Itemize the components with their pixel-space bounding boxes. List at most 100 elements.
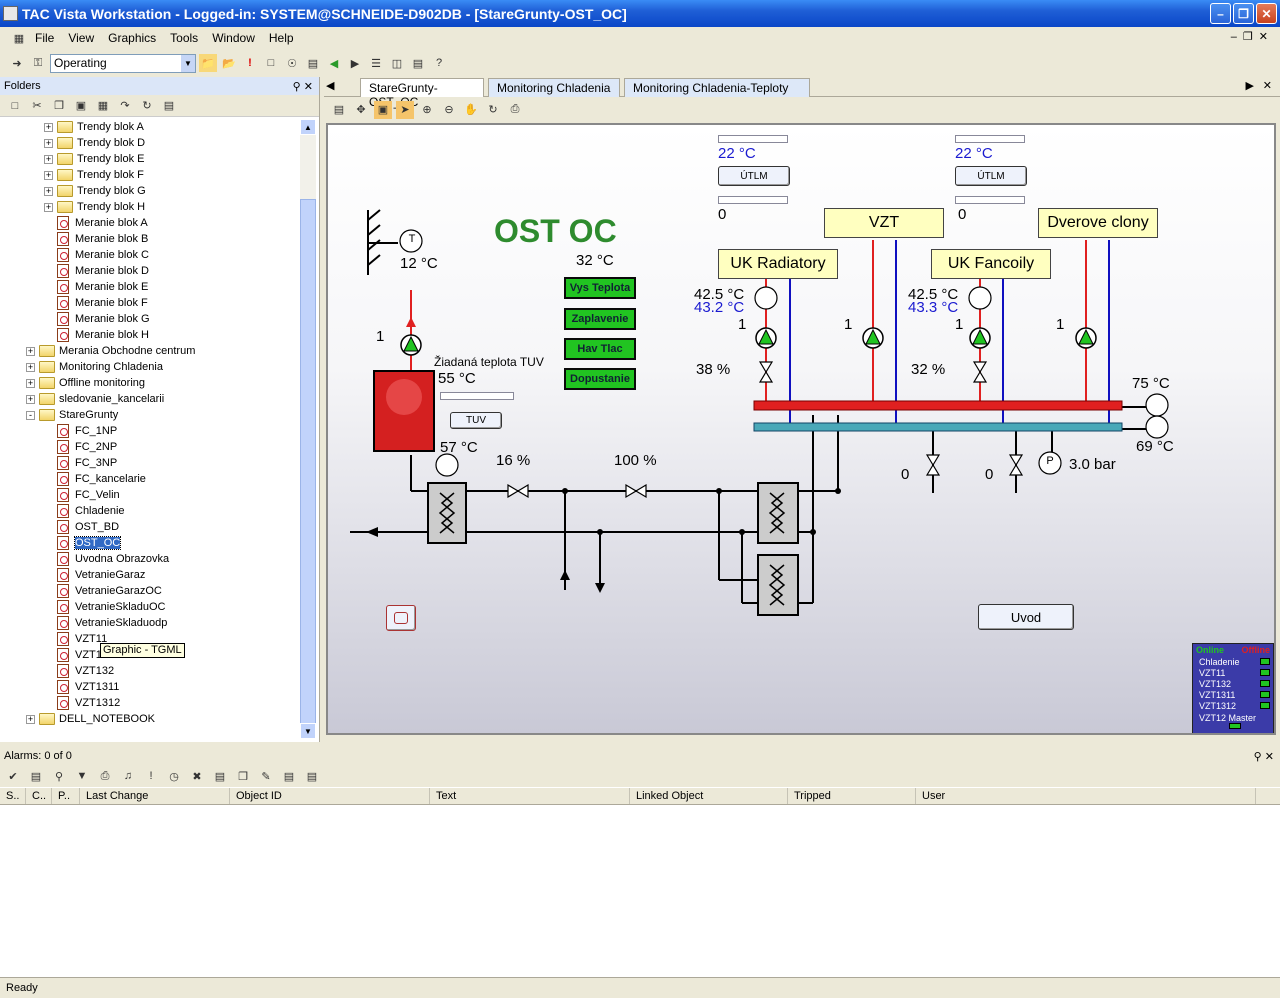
app-icon[interactable] bbox=[3, 6, 18, 21]
paste-icon[interactable]: ▣ bbox=[75, 100, 87, 112]
sound-icon[interactable]: ♫ bbox=[123, 770, 133, 782]
tree-item[interactable]: VZT1311 bbox=[44, 679, 119, 695]
copy-alarm-icon[interactable]: ❐ bbox=[238, 770, 248, 783]
zero-right-slider[interactable] bbox=[955, 196, 1025, 204]
menu-window[interactable]: Window bbox=[212, 31, 255, 45]
tree-item[interactable]: FC_2NP bbox=[44, 439, 117, 455]
tab-scroll-left-icon[interactable]: ◀ bbox=[326, 80, 335, 92]
clock-icon[interactable]: ◷ bbox=[169, 770, 179, 783]
view-icon[interactable]: ▤ bbox=[30, 770, 42, 783]
tree-item[interactable]: FC_Velin bbox=[44, 487, 120, 503]
tree-item[interactable]: +Trendy blok H bbox=[44, 199, 145, 215]
splitter[interactable] bbox=[0, 742, 1280, 747]
tree-item[interactable]: Uvodna Obrazovka bbox=[44, 551, 169, 567]
maximize-button[interactable]: ❐ bbox=[1233, 3, 1254, 24]
tree-item[interactable]: VZT1312 bbox=[44, 695, 120, 711]
scroll-thumb[interactable] bbox=[300, 199, 316, 729]
circuit-vzt[interactable]: VZT bbox=[824, 208, 944, 238]
search-icon[interactable]: ⚲ bbox=[54, 770, 64, 783]
tab-monitoring-teploty[interactable]: Monitoring Chladenia-Teploty bbox=[624, 78, 810, 97]
circuit-uk-fancoily[interactable]: UK Fancoily bbox=[931, 249, 1051, 279]
expand-icon[interactable]: + bbox=[26, 377, 35, 388]
expand-icon[interactable]: + bbox=[26, 361, 35, 372]
tree-item[interactable]: +Trendy blok D bbox=[44, 135, 145, 151]
delete-icon[interactable]: ▦ bbox=[97, 100, 109, 112]
tree-item[interactable]: +Trendy blok F bbox=[44, 167, 144, 183]
tree-scrollbar[interactable]: ▲ ▼ bbox=[300, 119, 316, 739]
expand-icon[interactable]: + bbox=[44, 201, 53, 212]
pointer-icon[interactable]: ➤ bbox=[396, 100, 414, 119]
folder-icon[interactable]: 📁 bbox=[199, 54, 217, 72]
setpoint-left-slider[interactable] bbox=[718, 135, 788, 143]
expand-icon[interactable]: + bbox=[44, 137, 53, 148]
refresh-icon[interactable]: ↻ bbox=[142, 100, 152, 112]
tab-ost-oc[interactable]: StareGrunty-OST_OC bbox=[360, 78, 484, 109]
column-header[interactable]: P.. bbox=[52, 788, 80, 804]
tree-item[interactable]: OST_BD bbox=[44, 519, 119, 535]
tab-scroll-right-icon[interactable]: ▶ bbox=[1245, 80, 1254, 92]
expand-icon[interactable]: + bbox=[44, 121, 53, 132]
tree-item[interactable]: -StareGrunty bbox=[26, 407, 118, 423]
expand-icon[interactable]: + bbox=[26, 393, 35, 404]
tree-item[interactable]: +Merania Obchodne centrum bbox=[26, 343, 195, 359]
tree-item[interactable]: +Monitoring Chladenia bbox=[26, 359, 163, 375]
page-icon[interactable]: □ bbox=[267, 57, 275, 69]
pan-center-icon[interactable]: ✥ bbox=[356, 104, 366, 116]
layout1-icon[interactable]: ☰ bbox=[371, 57, 381, 70]
pin-close-icon[interactable]: ⚲ ✕ bbox=[292, 80, 313, 93]
expand-icon[interactable]: + bbox=[44, 153, 53, 164]
tree-item[interactable]: Meranie blok G bbox=[44, 311, 150, 327]
scroll-down-icon[interactable]: ▼ bbox=[300, 723, 316, 739]
expand-icon[interactable]: + bbox=[26, 345, 35, 356]
open-icon[interactable]: 📂 bbox=[222, 57, 236, 70]
zero-left-slider[interactable] bbox=[718, 196, 788, 204]
circuit-uk-radiatory[interactable]: UK Radiatory bbox=[718, 249, 838, 279]
tree-item[interactable]: VZT11 bbox=[44, 631, 107, 647]
key-icon[interactable]: ⚿ bbox=[33, 56, 43, 69]
report-icon[interactable]: ▤ bbox=[306, 770, 318, 783]
layout2-icon[interactable]: ◫ bbox=[391, 57, 403, 70]
edit-icon[interactable]: ✎ bbox=[261, 770, 271, 783]
alarm-dopustanie-button[interactable]: Dopustanie bbox=[564, 368, 636, 390]
tree-item[interactable]: +Offline monitoring bbox=[26, 375, 145, 391]
expand-icon[interactable]: + bbox=[44, 169, 53, 180]
menu-file[interactable]: File bbox=[35, 31, 55, 45]
tuv-slider[interactable] bbox=[440, 392, 514, 400]
tree-item[interactable]: OST_OC bbox=[44, 535, 122, 551]
tree-item[interactable]: Meranie blok E bbox=[44, 279, 148, 295]
hand-icon[interactable]: ✋ bbox=[464, 104, 478, 116]
filter-icon[interactable]: ▼ bbox=[76, 770, 88, 782]
column-header[interactable]: Last Change bbox=[80, 788, 230, 804]
utlm-right-button[interactable]: ÚTLM bbox=[955, 166, 1027, 186]
help-icon[interactable]: ? bbox=[435, 57, 443, 69]
tree-item[interactable]: +Trendy blok A bbox=[44, 119, 144, 135]
forward-icon[interactable]: ▶ bbox=[350, 57, 360, 70]
menu-graphics[interactable]: Graphics bbox=[108, 31, 157, 45]
tuv-button[interactable]: TUV bbox=[450, 412, 502, 429]
zoom-out-icon[interactable]: ⊖ bbox=[444, 104, 454, 116]
power-button[interactable] bbox=[386, 605, 416, 631]
new-icon[interactable]: □ bbox=[11, 99, 19, 112]
tree-item[interactable]: Meranie blok B bbox=[44, 231, 148, 247]
tree-item[interactable]: +DELL_NOTEBOOK bbox=[26, 711, 155, 727]
menu-help[interactable]: Help bbox=[268, 31, 294, 45]
column-header[interactable]: S.. bbox=[0, 788, 26, 804]
tree-item[interactable]: Meranie blok F bbox=[44, 295, 148, 311]
circuit-dverove-clony[interactable]: Dverove clony bbox=[1038, 208, 1158, 238]
tree-item[interactable]: VetranieGarazOC bbox=[44, 583, 162, 599]
login-icon[interactable]: ➜ bbox=[12, 57, 22, 70]
tree-item[interactable]: Chladenie bbox=[44, 503, 125, 519]
tree-item[interactable]: VetranieSkladuOC bbox=[44, 599, 166, 615]
copy-icon[interactable]: ❐ bbox=[54, 100, 64, 112]
alarm-hav-tlac-button[interactable]: Hav Tlac bbox=[564, 338, 636, 360]
tree-item[interactable]: VZT132 bbox=[44, 663, 114, 679]
column-header[interactable]: Text bbox=[430, 788, 630, 804]
tree-item[interactable]: VetranieGaraz bbox=[44, 567, 145, 583]
print-alarm-icon[interactable]: ⎙ bbox=[100, 769, 110, 782]
tree-item[interactable]: FC_3NP bbox=[44, 455, 117, 471]
mdi-controls[interactable]: –❐✕ bbox=[1230, 31, 1274, 43]
tree-item[interactable]: Meranie blok H bbox=[44, 327, 149, 343]
app-menu-icon[interactable]: ▦ bbox=[13, 32, 25, 45]
alarm-warning-icon[interactable]: ! bbox=[149, 770, 153, 782]
properties-icon[interactable]: ▤ bbox=[163, 100, 175, 112]
